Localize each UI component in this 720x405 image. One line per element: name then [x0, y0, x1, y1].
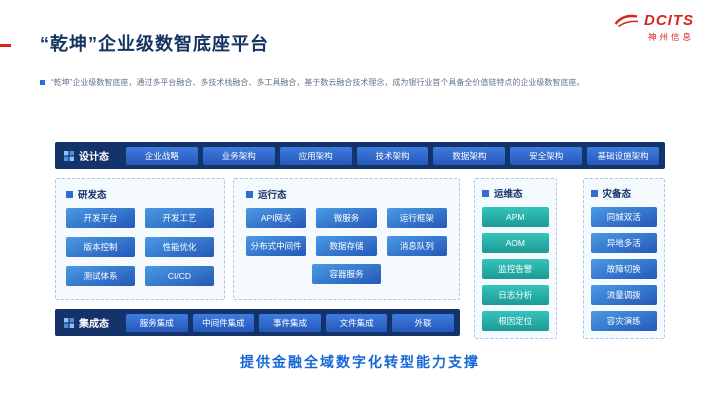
integration-row: 集成态 服务集成中间件集成事件集成文件集成外联 — [55, 309, 460, 336]
integration-chip: 事件集成 — [259, 313, 321, 332]
dev-chip: 开发平台 — [66, 208, 135, 228]
ops-chip: 根因定位 — [482, 311, 549, 331]
dev-box-bullet-icon — [66, 190, 73, 198]
runtime-chip: 分布式中间件 — [246, 236, 307, 256]
runtime-row-2: 分布式中间件数据存储消息队列 — [246, 236, 447, 256]
dev-box-label: 研发态 — [78, 190, 107, 201]
design-chip: 企业战略 — [126, 146, 198, 165]
integration-row-grid-icon — [64, 317, 74, 328]
logo: DCITS 神州信息 — [614, 12, 694, 43]
integration-chip: 外联 — [392, 313, 454, 332]
runtime-chip: 消息队列 — [386, 236, 447, 256]
design-chip: 应用架构 — [279, 146, 352, 165]
bullet-square-icon — [40, 80, 45, 85]
ops-chip: 日志分析 — [482, 285, 549, 305]
design-row: 设计态 企业战略业务架构应用架构技术架构数据架构安全架构基础设施架构 — [55, 142, 665, 169]
integration-row-label: 集成态 — [64, 315, 126, 330]
dev-chip: 测试体系 — [66, 266, 135, 286]
runtime-chip: 数据存储 — [316, 236, 377, 256]
integration-row-items: 服务集成中间件集成事件集成文件集成外联 — [126, 313, 454, 332]
diagram-main-row: 研发态 开发平台开发工艺版本控制性能优化测试体系 CI/CD 运行态 — [55, 178, 665, 339]
ops-column-bullet-icon — [482, 189, 489, 197]
integration-chip: 文件集成 — [325, 313, 388, 332]
runtime-chip: 容器服务 — [312, 264, 381, 284]
ops-column-items: APM AOM 监控告警日志分析根因定位 — [482, 207, 549, 331]
dev-chip: 性能优化 — [145, 237, 214, 257]
runtime-box: 运行态 API网关微服务运行框架 分布式中间件数据存储消息队列 容器服务 — [233, 178, 460, 300]
ops-column: 运维态 APM AOM 监控告警日志分析根因定位 — [474, 178, 557, 339]
design-row-label-text: 设计态 — [79, 152, 109, 163]
design-chip: 业务架构 — [202, 146, 275, 165]
design-chip: 数据架构 — [433, 146, 506, 165]
ops-column-header: 运维态 — [482, 186, 549, 200]
diagram-right-columns: 运维态 APM AOM 监控告警日志分析根因定位 灾备态 同城双活异地多活故障切换流… — [474, 178, 665, 339]
integration-chip: 中间件集成 — [192, 313, 255, 332]
design-row-grid-icon — [64, 150, 74, 161]
design-chip: 技术架构 — [356, 146, 429, 165]
runtime-chip: 微服务 — [316, 208, 377, 228]
dr-column-label: 灾备态 — [602, 189, 632, 200]
architecture-diagram: 设计态 企业战略业务架构应用架构技术架构数据架构安全架构基础设施架构 研发态 — [55, 142, 665, 339]
design-chip: 安全架构 — [510, 146, 583, 165]
logo-swoosh-icon — [614, 14, 639, 28]
dr-chip: 容灾演练 — [590, 311, 657, 331]
dr-column: 灾备态 同城双活异地多活故障切换流量调拨容灾演练 — [582, 178, 665, 339]
runtime-chip: 运行框架 — [386, 208, 447, 228]
runtime-chip: API网关 — [246, 208, 307, 228]
logo-top: DCITS — [614, 12, 694, 29]
logo-company-text: 神州信息 — [647, 32, 694, 42]
ops-chip: 监控告警 — [482, 259, 549, 279]
design-chip: 基础设施架构 — [587, 146, 660, 165]
dr-column-header: 灾备态 — [590, 186, 658, 200]
runtime-row-3: 容器服务 — [246, 264, 447, 284]
dr-column-bullet-icon — [590, 189, 598, 197]
dr-chip: 异地多活 — [590, 233, 657, 253]
dr-column-items: 同城双活异地多活故障切换流量调拨容灾演练 — [590, 207, 657, 331]
intro-bullet: “乾坤”企业级数智底座，通过多平台融合、多技术栈融合、多工具融合，基于数云融合技… — [40, 77, 680, 88]
intro-text: “乾坤”企业级数智底座，通过多平台融合、多技术栈融合、多工具融合，基于数云融合技… — [51, 78, 585, 87]
dr-chip: 同城双活 — [590, 207, 657, 227]
dev-chip: 开发工艺 — [145, 208, 214, 228]
dr-chip: 流量调拨 — [590, 285, 657, 305]
ops-column-label: 运维态 — [494, 189, 523, 200]
dev-box-header: 研发态 — [66, 187, 214, 201]
runtime-box-label: 运行态 — [258, 190, 287, 201]
logo-brand-text: DCITS — [644, 12, 694, 29]
footer-text: 提供金融全域数字化转型能力支撑 — [240, 354, 480, 370]
dev-box: 研发态 开发平台开发工艺版本控制性能优化测试体系 CI/CD — [55, 178, 225, 300]
dev-chip: CI/CD — [145, 266, 214, 286]
design-row-label: 设计态 — [64, 148, 126, 163]
diagram-boxes-row: 研发态 开发平台开发工艺版本控制性能优化测试体系 CI/CD 运行态 — [55, 178, 460, 300]
runtime-box-bullet-icon — [246, 190, 253, 198]
dev-chip: 版本控制 — [66, 237, 135, 257]
page-title: “乾坤”企业级数智底座平台 — [40, 34, 269, 54]
ops-chip: APM — [482, 207, 549, 227]
title-accent-line — [0, 44, 11, 47]
design-row-items: 企业战略业务架构应用架构技术架构数据架构安全架构基础设施架构 — [126, 146, 660, 165]
ops-chip: AOM — [482, 233, 549, 253]
runtime-box-header: 运行态 — [246, 187, 447, 201]
integration-chip: 服务集成 — [126, 313, 188, 332]
dev-box-items: 开发平台开发工艺版本控制性能优化测试体系 CI/CD — [66, 208, 214, 286]
diagram-left-column: 研发态 开发平台开发工艺版本控制性能优化测试体系 CI/CD 运行态 — [55, 178, 460, 339]
integration-row-label-text: 集成态 — [79, 319, 109, 330]
dr-chip: 故障切换 — [590, 259, 657, 279]
runtime-row-1: API网关微服务运行框架 — [246, 208, 447, 228]
